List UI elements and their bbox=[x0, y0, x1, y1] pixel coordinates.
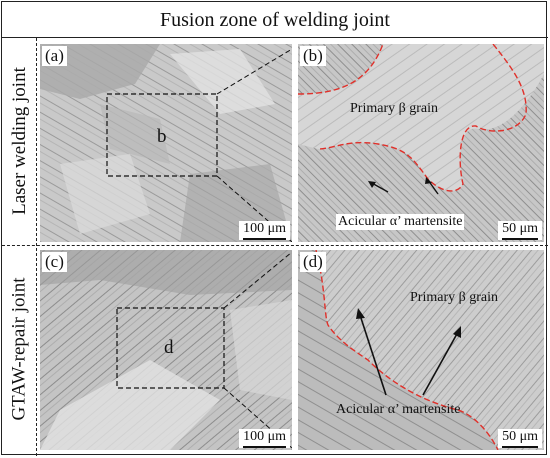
panel-d-label: (d) bbox=[300, 252, 326, 272]
figure-title: Fusion zone of welding joint bbox=[2, 2, 548, 38]
panel-b-micrograph: (b) Primary β grain Acicular α’ martensi… bbox=[298, 44, 544, 242]
arrow-d1 bbox=[359, 314, 387, 396]
micrograph-c bbox=[40, 250, 292, 450]
row-label-divider bbox=[36, 38, 37, 456]
grain-boundary-b2 bbox=[317, 44, 527, 192]
panel-b-scalebar: 50 μm bbox=[498, 221, 542, 240]
panel-a-scalebar: 100 μm bbox=[239, 221, 290, 240]
acicular-martensite-label-b: Acicular α’ martensite bbox=[336, 214, 465, 230]
grain-boundary-b1 bbox=[298, 44, 384, 95]
panel-c-micrograph: (c) d 100 μm bbox=[40, 250, 292, 450]
row-divider bbox=[2, 245, 548, 246]
primary-beta-grain-label-b: Primary β grain bbox=[350, 101, 438, 116]
panel-d-micrograph: (d) Primary β grain Acicular α’ martensi… bbox=[298, 250, 544, 450]
micrograph-d bbox=[298, 250, 544, 450]
primary-beta-grain-label-d: Primary β grain bbox=[410, 290, 498, 305]
acicular-martensite-label-d: Acicular α’ martensite bbox=[336, 402, 461, 417]
zoom-label-b: b bbox=[157, 126, 167, 147]
panel-d-scalebar: 50 μm bbox=[498, 429, 542, 448]
panel-a-micrograph: (a) b 100 μm bbox=[40, 44, 292, 242]
arrow-d2 bbox=[422, 331, 459, 396]
panel-b-label: (b) bbox=[300, 46, 326, 66]
micrograph-b bbox=[298, 44, 544, 242]
panel-c-scalebar: 100 μm bbox=[239, 429, 290, 448]
panel-c-label: (c) bbox=[42, 252, 67, 272]
zoom-label-d: d bbox=[164, 337, 174, 358]
zoom-region-d bbox=[116, 307, 225, 389]
grain-boundary-d bbox=[315, 250, 499, 450]
panel-a-label: (a) bbox=[42, 46, 67, 66]
